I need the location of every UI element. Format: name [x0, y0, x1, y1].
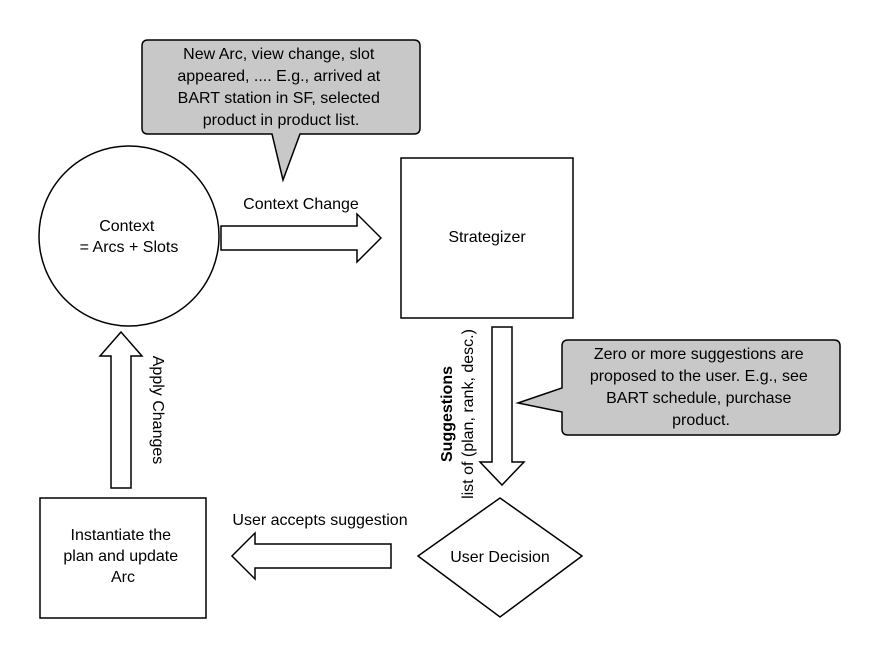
context-node	[38, 145, 220, 327]
arrow-instantiate-to-context	[98, 330, 144, 489]
label-context-change: Context Change	[243, 196, 359, 213]
label-user-accepts: User accepts suggestion	[232, 512, 407, 529]
instantiate-node	[39, 497, 207, 619]
callout-top-text: New Arc, view change, slot appeared, ...…	[177, 46, 384, 129]
label-apply-changes: Apply Changes	[149, 356, 166, 465]
arrow-context-to-strategizer	[220, 212, 383, 264]
label-suggestions-detail: list of (plan, rank, desc.)	[460, 329, 477, 499]
callout-top-bubble	[141, 39, 421, 183]
strategizer-node	[400, 157, 574, 319]
callout-right-bubble	[515, 339, 841, 436]
label-suggestions-title: Suggestions	[439, 366, 456, 462]
arrow-decision-to-instantiate	[230, 531, 392, 581]
user-decision-node	[416, 497, 584, 618]
callout-right-text: Zero or more suggestions are proposed to…	[590, 346, 812, 429]
strategizer-label: Strategizer	[448, 229, 526, 246]
instantiate-label: Instantiate the plan and update Arc	[63, 527, 182, 586]
context-label: Context = Arcs + Slots	[80, 218, 179, 256]
user-decision-label: User Decision	[450, 549, 550, 566]
arrow-strategizer-to-decision	[478, 326, 526, 487]
